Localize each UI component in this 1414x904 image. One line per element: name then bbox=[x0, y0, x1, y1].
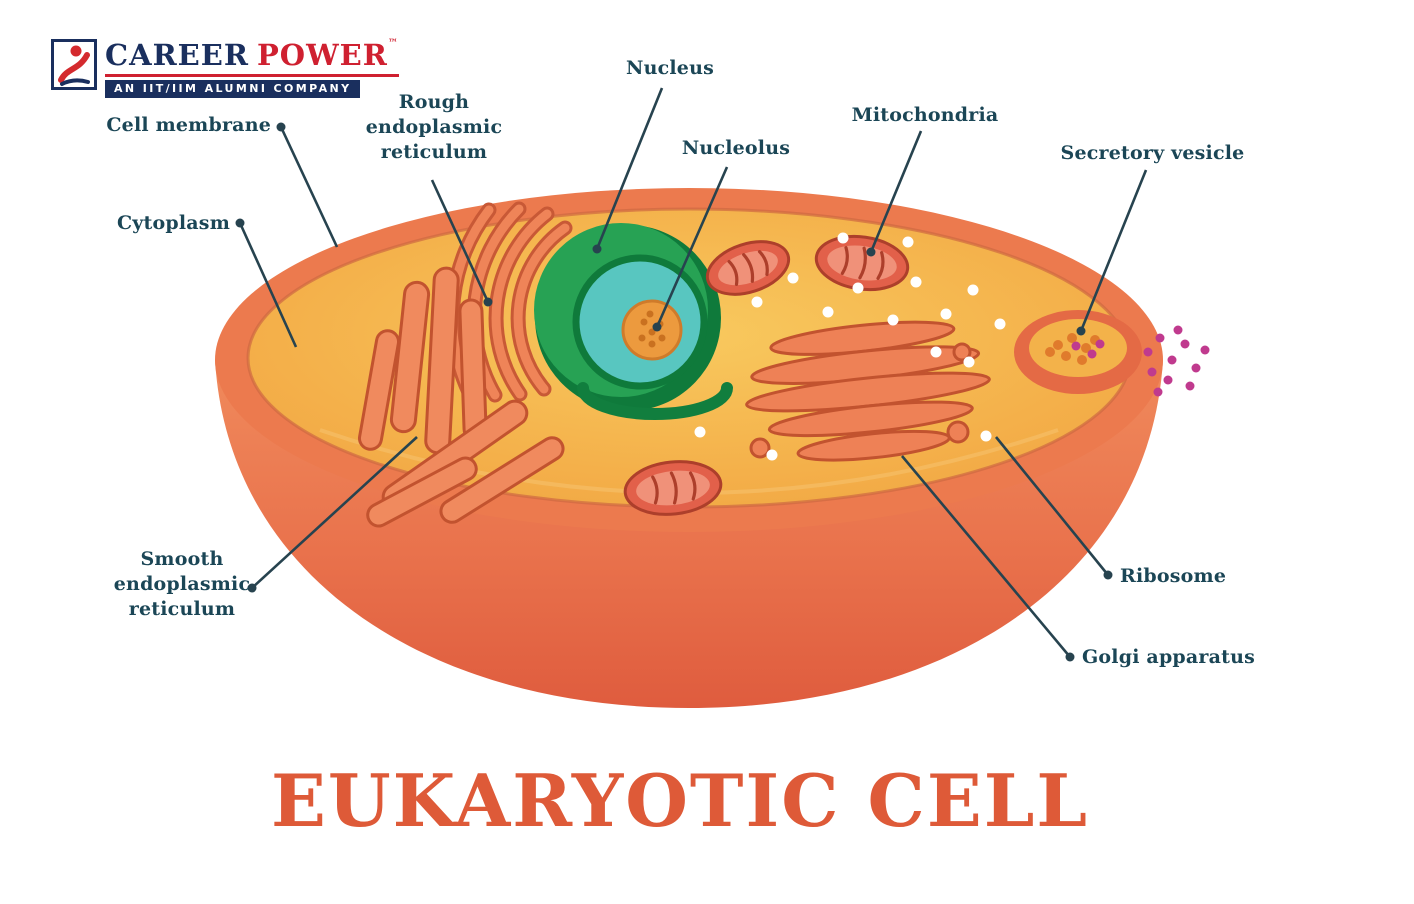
label-nucleolus: Nucleolus bbox=[681, 137, 791, 159]
label-cytoplasm: Cytoplasm bbox=[116, 212, 230, 234]
ribosome-dots bbox=[694, 232, 1006, 461]
external-vesicle-dots bbox=[1143, 325, 1210, 397]
leader-rough-er bbox=[430, 179, 493, 307]
leader-ribosome bbox=[994, 436, 1113, 580]
leader-smooth-er bbox=[247, 436, 418, 593]
mitochondrion-shape bbox=[705, 240, 791, 296]
er-tubules-shape bbox=[357, 266, 488, 455]
label-mitochondria: Mitochondria bbox=[851, 104, 999, 126]
label-smooth-endoplasmic-reticulum: Smooth endoplasmic reticulum bbox=[113, 548, 251, 621]
leader-cell-membrane bbox=[276, 122, 339, 248]
nucleolus-shape bbox=[621, 299, 683, 361]
smooth-er-shape bbox=[366, 399, 565, 528]
brand-name-power: POWER bbox=[257, 38, 388, 72]
leader-nucleolus bbox=[652, 166, 729, 332]
mitochondrion-shape bbox=[814, 234, 910, 292]
leader-secretory-vesicle bbox=[1076, 169, 1148, 336]
leader-mitochondria bbox=[866, 130, 923, 257]
leader-golgi bbox=[901, 455, 1075, 662]
label-ribosome: Ribosome bbox=[1120, 565, 1227, 587]
leader-lines bbox=[235, 87, 1148, 662]
label-nucleus: Nucleus bbox=[626, 57, 714, 79]
leader-cytoplasm bbox=[235, 218, 298, 348]
mitochondrion-shape bbox=[623, 460, 723, 516]
label-secretory-vesicle: Secretory vesicle bbox=[1060, 142, 1245, 164]
secretory-vesicle-shape bbox=[1014, 310, 1142, 394]
label-golgi-apparatus: Golgi apparatus bbox=[1082, 646, 1256, 668]
brand-name-career: CAREER bbox=[105, 38, 249, 72]
brand-logo-icon bbox=[51, 39, 97, 90]
leader-nucleus bbox=[592, 87, 664, 254]
label-rough-endoplasmic-reticulum: Rough endoplasmic reticulum bbox=[365, 91, 503, 164]
brand-tagline: AN IIT/IIM ALUMNI COMPANY bbox=[105, 80, 361, 98]
diagram-title: EUKARYOTIC CELL bbox=[271, 758, 1089, 843]
golgi-shape bbox=[745, 320, 991, 462]
label-cell-membrane: Cell membrane bbox=[106, 114, 271, 136]
brand-trademark: ™ bbox=[387, 38, 399, 49]
